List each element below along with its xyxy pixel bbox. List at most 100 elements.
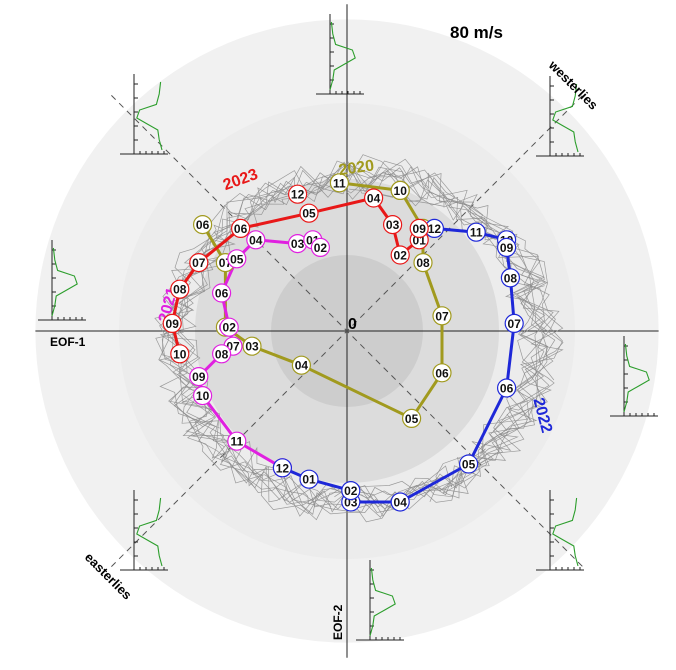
month-marker [413, 253, 433, 273]
month-marker [219, 317, 239, 337]
series-2023 [170, 196, 421, 355]
month-label: 06 [196, 218, 210, 232]
month-label: 08 [215, 347, 229, 361]
eof-inset-top-left [120, 74, 168, 155]
axes [35, 4, 659, 658]
inset-profile-curve [623, 343, 650, 413]
month-marker [409, 218, 429, 238]
month-label: 05 [462, 458, 476, 472]
month-label: 12 [291, 188, 305, 202]
background-trajectory [154, 161, 550, 514]
month-label: 07 [435, 309, 449, 323]
eof-inset-top-right [536, 76, 584, 157]
speed-scale-label: 80 m/s [450, 23, 503, 42]
month-marker [402, 408, 422, 428]
month-label: 06 [215, 287, 229, 301]
inset-profile-curve [552, 83, 579, 153]
month-marker [383, 215, 403, 235]
series-line-2023 [170, 196, 421, 355]
inset-profile-curve [329, 21, 356, 91]
month-label: 01 [302, 473, 316, 487]
eof-inset-bottom-right [536, 490, 584, 571]
month-marker [364, 188, 384, 208]
month-label: 10 [394, 184, 408, 198]
month-label: 06 [435, 366, 449, 380]
background-trajectories [154, 154, 564, 523]
month-marker [466, 222, 486, 242]
month-marker [212, 283, 232, 303]
month-label: 02 [314, 241, 328, 255]
month-label: 02 [394, 249, 408, 263]
month-marker [390, 245, 410, 265]
inset-profile-curve [552, 497, 579, 567]
eof-inset-bottom-left [120, 490, 168, 571]
month-marker [272, 458, 292, 478]
month-label: 12 [276, 461, 290, 475]
month-marker [390, 180, 410, 200]
month-marker [193, 386, 213, 406]
month-marker [189, 367, 209, 387]
month-label: 05 [302, 207, 316, 221]
month-marker [189, 253, 209, 273]
month-marker [329, 173, 349, 193]
month-label: 03 [291, 237, 305, 251]
month-marker [212, 344, 232, 364]
month-label: 04 [367, 192, 381, 206]
eof-inset-left [38, 240, 86, 321]
month-marker [299, 469, 319, 489]
month-marker [242, 336, 262, 356]
month-marker [288, 184, 308, 204]
month-marker [291, 355, 311, 375]
month-label: 11 [333, 176, 346, 190]
eof-inset-top [316, 14, 364, 95]
month-label: 03 [386, 218, 400, 232]
month-label: 06 [500, 382, 514, 396]
month-label: 07 [508, 317, 522, 331]
month-label: 10 [173, 347, 187, 361]
month-label: 09 [500, 241, 514, 255]
month-label: 11 [470, 226, 483, 240]
month-label: 08 [504, 271, 518, 285]
month-label: 02 [223, 321, 237, 335]
month-marker [432, 306, 452, 326]
easterlies-label: easterlies [82, 550, 135, 603]
background-trajectory [159, 160, 564, 513]
month-marker [162, 313, 182, 333]
month-label: 09 [192, 370, 206, 384]
series-label-2020: 2020 [338, 157, 376, 179]
inset-profile-curve [369, 567, 396, 637]
month-marker [246, 230, 266, 250]
month-marker [497, 237, 517, 257]
month-marker [432, 363, 452, 383]
eof-inset-bottom [356, 560, 404, 641]
month-marker [227, 249, 247, 269]
month-label: 08 [173, 283, 187, 297]
diagonal-other [111, 95, 583, 567]
eof-profile-insets [38, 14, 658, 641]
month-marker [231, 218, 251, 238]
month-marker [227, 431, 247, 451]
month-label: 04 [295, 359, 309, 373]
month-label: 09 [413, 222, 427, 236]
month-marker [459, 454, 479, 474]
month-label: 08 [416, 256, 430, 270]
month-marker [500, 268, 520, 288]
month-marker [504, 313, 524, 333]
month-label: 05 [405, 412, 419, 426]
month-label: 11 [230, 435, 243, 449]
inset-profile-curve [136, 81, 163, 151]
month-label: 12 [428, 222, 442, 236]
month-marker [170, 279, 190, 299]
y-axis-label: EOF-2 [331, 604, 345, 640]
month-label: 04 [394, 496, 408, 510]
origin-label: 0 [348, 316, 357, 333]
month-marker [193, 215, 213, 235]
month-label: 05 [230, 252, 244, 266]
month-label: 04 [249, 233, 263, 247]
month-marker [390, 492, 410, 512]
month-label: 06 [234, 222, 248, 236]
month-label: 02 [344, 484, 358, 498]
